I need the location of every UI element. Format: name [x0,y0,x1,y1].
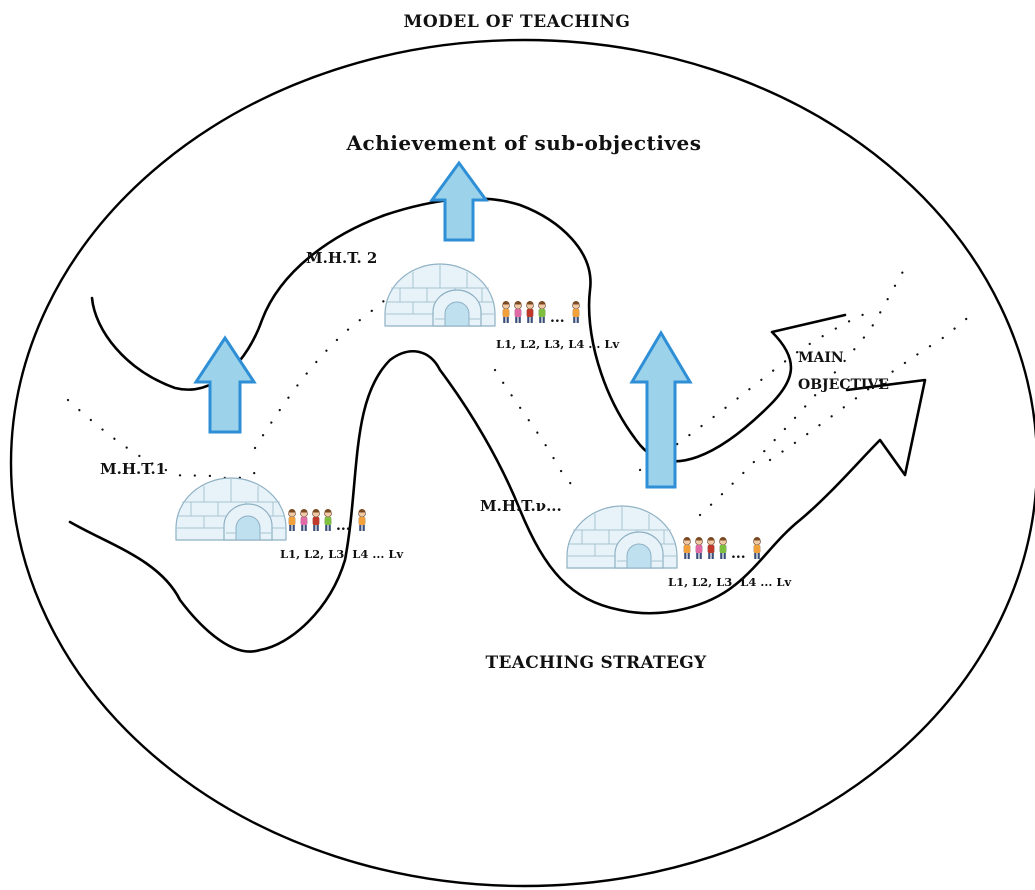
learner-icon [312,508,320,532]
dotted-path-right-lower [768,308,980,462]
learner-list: L1, L2, L3, L4 ... Lv [668,575,791,589]
learner-group: ... [502,300,580,326]
learner-list: L1, L2, L3, L4 ... Lv [496,337,619,351]
main-objective-label-line1: MAIN [798,350,844,366]
arrow-up-icon [193,335,257,434]
teaching-strategy-label: TEACHING STRATEGY [486,653,708,673]
dotted-path-center-upper [253,288,400,450]
station-mht-v: M.H.T.ν... ... L1, L2, L3, L4 ... Lv [480,497,791,589]
learner-ellipsis: ... [336,518,351,534]
station-label: M.H.T.ν... [480,497,562,515]
igloo-icon [566,505,678,569]
learner-icon [538,300,546,324]
station-mht-1: M.H.T.1 ... L1, L2, L3, L4 ... Lv [100,460,403,561]
learner-icon [707,536,715,560]
learner-icon [526,300,534,324]
learner-icon [502,300,510,324]
learner-icon [288,508,296,532]
arrow-up-icon [629,330,693,489]
sub-objectives-label: Achievement of sub-objectives [346,131,702,155]
learner-icon [695,536,703,560]
arrow-up-icon [429,160,489,242]
igloo-icon [384,263,496,327]
learner-group: ... [288,508,366,534]
station-mht-2: M.H.T. 2 ... L1, L2, L3, L4 ... Lv [306,249,619,351]
learner-icon [572,300,580,324]
learner-group: ... [683,536,761,562]
learner-ellipsis: ... [731,546,746,562]
learner-icon [753,536,761,560]
learner-icon [358,508,366,532]
station-label: M.H.T. 2 [306,249,377,267]
learner-icon [514,300,522,324]
dotted-path-center-lower [493,368,574,497]
dotted-path-left [66,398,262,480]
learner-ellipsis: ... [550,310,565,326]
road-lower-edge [68,350,927,653]
learner-list: L1, L2, L3, L4 ... Lv [280,547,403,561]
learner-icon [683,536,691,560]
diagram-title: MODEL OF TEACHING [404,12,631,32]
igloo-icon [175,477,287,541]
learner-icon [324,508,332,532]
learner-icon [300,508,308,532]
learner-icon [719,536,727,560]
main-objective-label-line2: OBJECTIVE [798,377,889,393]
outer-ellipse [9,38,1035,888]
station-label: M.H.T.1 [100,460,166,478]
